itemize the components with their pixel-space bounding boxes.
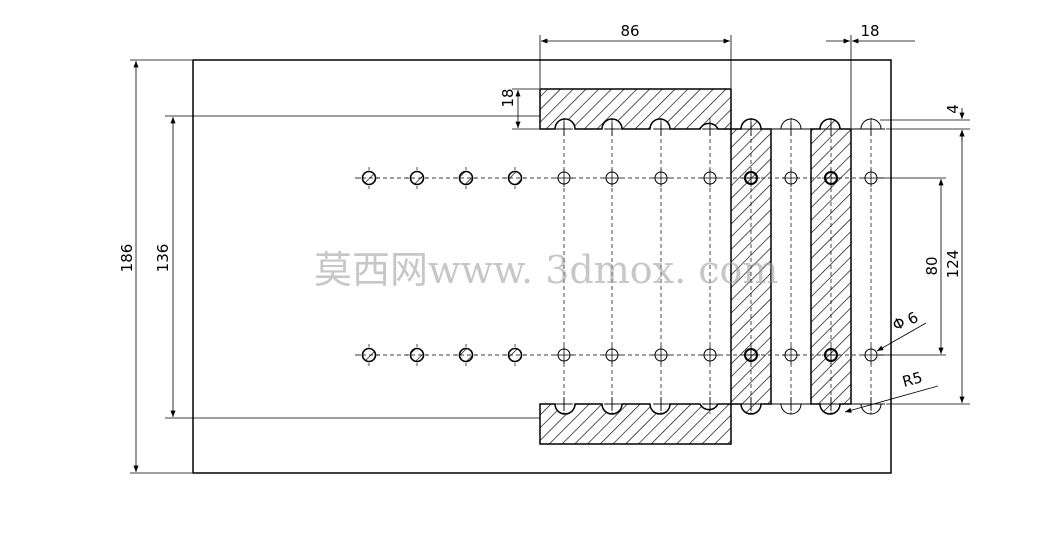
- dim-top-width: [539, 35, 732, 88]
- dim-left-outer: [130, 59, 192, 474]
- holes: [358, 122, 880, 411]
- watermark: 莫西网www. 3dmox. com: [314, 248, 778, 292]
- dim-small-height-label: 18: [499, 88, 517, 107]
- dim-right-inner-label: 80: [923, 256, 941, 275]
- dim-right-outer: [886, 130, 970, 405]
- dim-left-outer-label: 186: [118, 244, 136, 273]
- slot-edge-arcs: [731, 118, 885, 415]
- hatched-hole: [458, 170, 474, 186]
- hatched-hole: [409, 347, 425, 363]
- dim-top-right-width-label: 18: [860, 22, 879, 40]
- hatched-hole: [409, 170, 425, 186]
- dim-left-inner-label: 136: [154, 244, 172, 273]
- hatched-hole: [361, 347, 377, 363]
- dim-right-inner: [878, 177, 946, 356]
- outer-plate: [192, 59, 892, 474]
- hatched-hole: [507, 347, 523, 363]
- dim-small-height: [512, 88, 539, 130]
- dim-right-gap-label: 4: [944, 104, 962, 114]
- top-hatched-bar: [539, 88, 732, 130]
- leader-diameter-label: 6: [904, 308, 921, 328]
- hatched-hole: [458, 347, 474, 363]
- dim-right-outer-label: 124: [944, 250, 962, 279]
- leader-radius: [844, 385, 939, 413]
- bottom-hatched-bar: [539, 403, 732, 445]
- dim-top-width-label: 86: [620, 22, 639, 40]
- leader-diameter: [876, 322, 927, 352]
- leader-radius-label: R5: [900, 368, 924, 391]
- vertical-hatched-bar-right: [810, 118, 852, 415]
- dim-top-right-width: [826, 35, 915, 128]
- hatched-hole: [507, 170, 523, 186]
- hatched-hole: [361, 170, 377, 186]
